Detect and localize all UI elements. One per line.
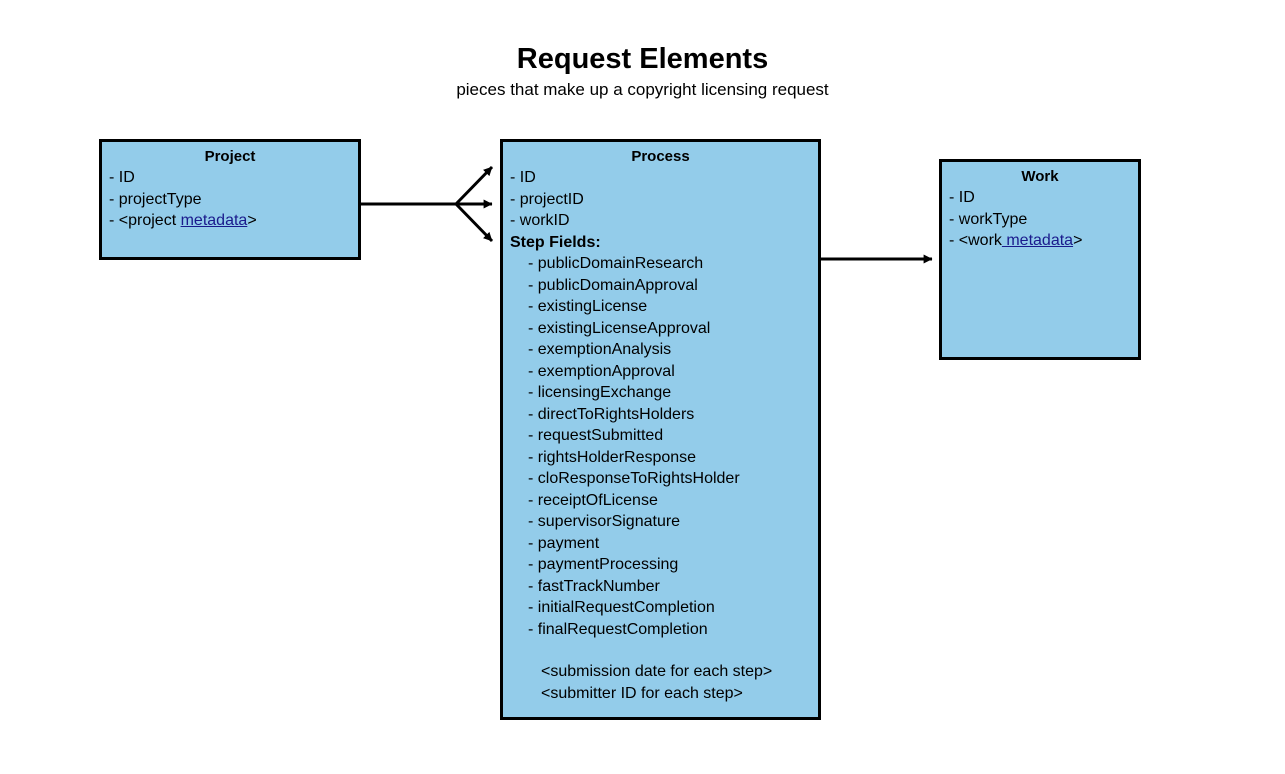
process-note-submitter-id: <submitter ID for each step> xyxy=(541,684,743,702)
field-project-metadata-prefix: - <project xyxy=(109,212,181,229)
step-field-item: - exemptionAnalysis xyxy=(528,341,672,358)
field-process-project-id: - projectID xyxy=(510,190,584,208)
work-metadata-link[interactable]: metadata xyxy=(1001,232,1074,249)
step-field-item: - cloResponseToRightsHolder xyxy=(528,470,740,487)
step-field-item: - receiptOfLicense xyxy=(528,491,658,509)
step-field-item: - directToRightsHolders xyxy=(528,405,695,423)
process-note-submission-date: <submission date for each step> xyxy=(541,663,773,680)
step-field-item: - existingLicense xyxy=(528,298,648,315)
step-field-item: - rightsHolderResponse xyxy=(528,448,697,466)
field-project-metadata-suffix: > xyxy=(247,212,257,229)
entity-box-process[interactable]: Process - ID - projectID - workID Step F… xyxy=(500,139,821,720)
step-field-item: - publicDomainResearch xyxy=(528,255,704,272)
step-fields-label: Step Fields: xyxy=(510,233,601,251)
entity-box-work[interactable]: Work - ID - workType - <work metadata> xyxy=(939,159,1141,360)
field-work-metadata-prefix: - <work xyxy=(949,232,1002,249)
step-field-item: - licensingExchange xyxy=(528,384,672,401)
entity-box-project[interactable]: Project - ID - projectType - <project me… xyxy=(99,139,361,260)
page-subtitle: pieces that make up a copyright licensin… xyxy=(456,80,829,99)
step-field-item: - requestSubmitted xyxy=(528,427,664,444)
field-work-metadata-suffix: > xyxy=(1073,232,1083,249)
project-metadata-link[interactable]: metadata xyxy=(180,212,248,229)
process-notes-spacer xyxy=(503,640,818,661)
step-field-item: - finalRequestCompletion xyxy=(528,620,708,638)
field-work-id: - ID xyxy=(949,189,975,206)
field-process-work-id: - workID xyxy=(510,212,570,229)
step-field-item: - payment xyxy=(528,534,600,552)
field-project-type: - projectType xyxy=(109,190,202,208)
step-field-item: - existingLicenseApproval xyxy=(528,319,711,337)
step-field-item: - exemptionApproval xyxy=(528,362,675,380)
step-field-item: - fastTrackNumber xyxy=(528,577,660,595)
connector-project-to-process xyxy=(361,165,494,243)
step-field-item: - initialRequestCompletion xyxy=(528,599,715,616)
step-field-item: - paymentProcessing xyxy=(528,556,679,573)
page-title: Request Elements xyxy=(516,43,769,75)
field-project-id: - ID xyxy=(109,169,135,186)
step-field-item: - publicDomainApproval xyxy=(528,276,698,294)
entity-title-project: Project xyxy=(204,148,256,165)
field-work-type: - workType xyxy=(949,210,1028,228)
entity-title-work: Work xyxy=(1021,168,1059,185)
entity-title-process: Process xyxy=(631,148,690,165)
step-field-item: - supervisorSignature xyxy=(528,513,681,530)
field-work-metadata: - <work metadata> xyxy=(942,230,1138,252)
field-project-metadata: - <project metadata> xyxy=(102,210,358,232)
field-process-id: - ID xyxy=(510,169,536,186)
